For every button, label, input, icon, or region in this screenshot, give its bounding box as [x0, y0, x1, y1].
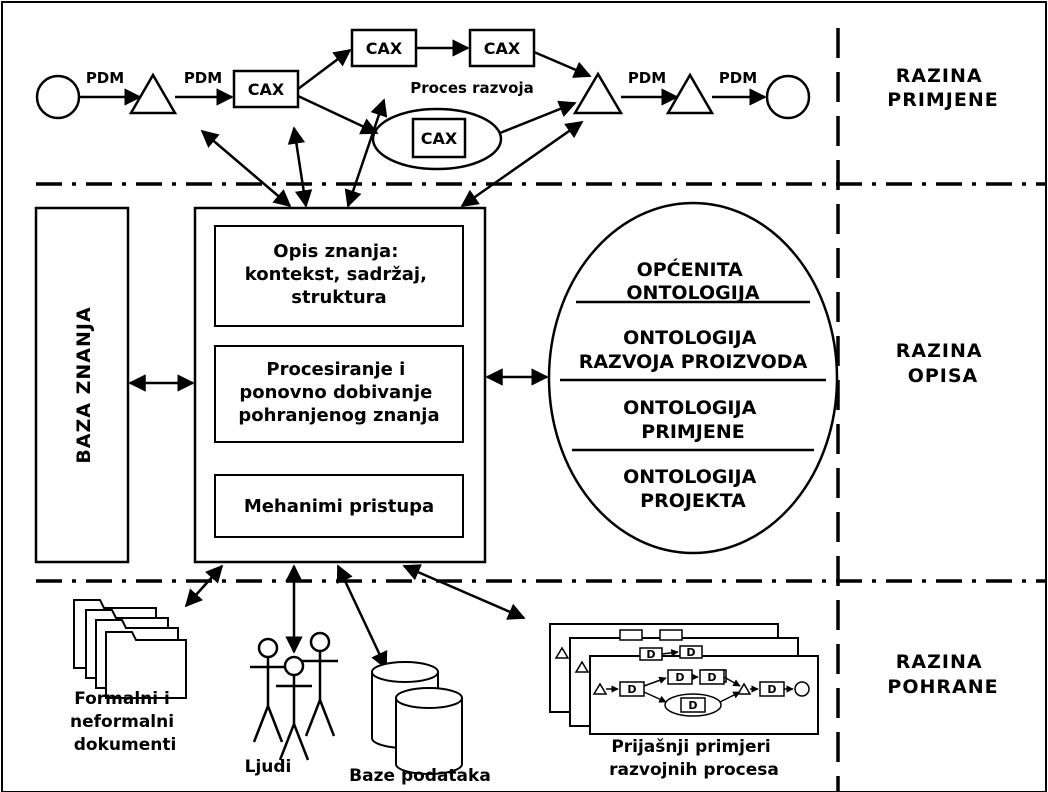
knowledge-base-box	[34, 206, 130, 564]
pdm-label-1: PDM	[86, 69, 124, 87]
knowledge-description-text: Opis znanja: kontekst, sadržaj, struktur…	[245, 241, 433, 308]
ontology-dividers	[560, 300, 826, 452]
access-box	[214, 474, 464, 538]
databases-icon	[371, 661, 463, 775]
ontology-application: ONTOLOGIJA PRIMJENE	[623, 397, 763, 443]
mini-label-3: D	[707, 671, 716, 684]
process-triangle-1	[128, 72, 178, 115]
cax-label-1: CAX	[248, 80, 285, 99]
previous-processes-icon	[549, 623, 819, 735]
mini-label-4: D	[767, 683, 776, 696]
process-triangle-3	[665, 72, 715, 115]
process-start-circle	[35, 74, 81, 120]
ontology-product-development: ONTOLOGIJA RAZVOJA PROIZVODA	[579, 327, 808, 373]
process-end-circle	[765, 74, 811, 120]
databases-caption: Baze podataka	[349, 766, 491, 786]
documents-icon	[73, 599, 187, 699]
access-text: Mehanimi pristupa	[244, 496, 434, 517]
cax-box-1	[232, 69, 300, 109]
pdm-label-2: PDM	[184, 69, 222, 87]
level-application-label: RAZINA PRIMJENE	[887, 65, 998, 111]
mini-label-6: D	[646, 648, 655, 661]
process-triangle-2	[572, 71, 624, 115]
level-storage-label: RAZINA POHRANE	[887, 651, 998, 698]
cax-box-3	[468, 28, 536, 68]
cax-box-4	[411, 117, 467, 159]
documents-caption: Formalni i neformalni dokumenti	[70, 689, 180, 755]
development-process	[35, 28, 811, 171]
ontology-project: ONTOLOGIJA PROJEKTA	[623, 466, 763, 512]
mini-label-5: D	[688, 699, 697, 712]
ontologies-ellipse	[547, 201, 839, 555]
cax-label-4: CAX	[421, 129, 458, 148]
level-description-label: RAZINA OPISA	[896, 340, 990, 387]
mini-label-7: D	[686, 646, 695, 659]
knowledge-base-label: BAZA ZNANJA	[73, 306, 95, 463]
mini-label-1: D	[627, 683, 636, 696]
horizontal-link-arrows	[128, 368, 549, 392]
people-caption: Ljudi	[245, 757, 292, 777]
previous-processes-caption: Prijašnji primjeri razvojnih procesa	[609, 737, 779, 780]
level-link-arrows-top	[200, 98, 584, 208]
cax-box-2	[350, 28, 418, 68]
knowledge-description-box	[214, 225, 464, 327]
pdm-label-4: PDM	[719, 69, 757, 87]
people-icon	[250, 631, 338, 761]
mini-label-2: D	[675, 671, 684, 684]
level-link-arrows-bottom	[184, 564, 526, 670]
ontology-general: OPĆENITA ONTOLOGIJA	[626, 257, 759, 304]
process-caption: Proces razvoja	[410, 79, 534, 97]
previous-processes-arrows	[606, 649, 794, 703]
processing-box	[214, 345, 464, 443]
pdm-label-3: PDM	[628, 69, 666, 87]
mini-process-labels: D D D D D D D	[627, 646, 776, 712]
cax-label-3: CAX	[484, 39, 521, 58]
processing-text: Procesiranje i ponovno dobivanje pohranj…	[238, 359, 439, 426]
cax-label-2: CAX	[366, 39, 403, 58]
